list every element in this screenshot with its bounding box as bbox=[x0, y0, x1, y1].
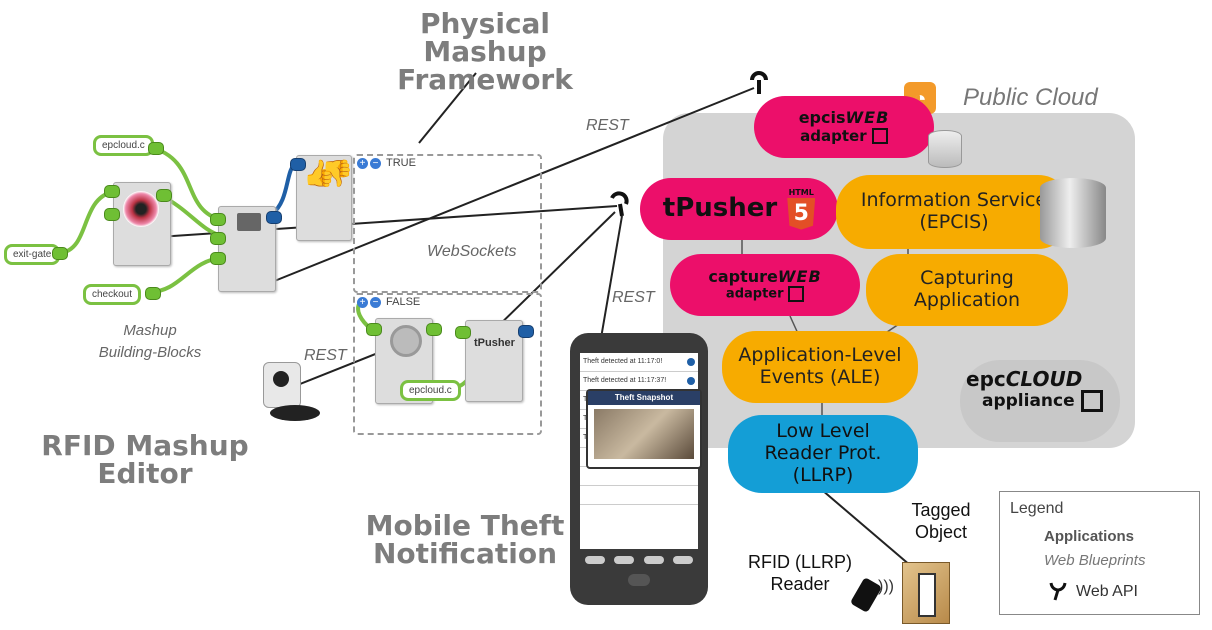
legend-applications: Applications bbox=[1044, 528, 1135, 545]
legend-title: Legend bbox=[1010, 500, 1064, 517]
public-cloud-title: Public Cloud bbox=[963, 84, 1098, 111]
reader-icon bbox=[123, 191, 159, 227]
capture-web-adapter: captureWEB adapter bbox=[670, 254, 860, 316]
laptop-icon bbox=[237, 213, 261, 231]
port[interactable] bbox=[52, 247, 68, 260]
port[interactable] bbox=[210, 213, 226, 226]
web-api-icon bbox=[1049, 582, 1067, 601]
epcloud-field-2[interactable]: epcloud.c bbox=[400, 380, 461, 401]
epcloud-field[interactable]: epcloud.c bbox=[93, 135, 154, 156]
web-api-icon bbox=[750, 71, 768, 94]
port[interactable] bbox=[455, 326, 471, 339]
tpusher-block[interactable]: tPusher bbox=[465, 320, 523, 402]
false-branch-header: + − FALSE bbox=[357, 296, 420, 308]
port[interactable] bbox=[366, 323, 382, 336]
decision-block[interactable]: 👍 👎 bbox=[296, 155, 354, 241]
box-icon bbox=[871, 128, 888, 145]
false-branch-container[interactable] bbox=[353, 293, 542, 435]
true-branch-header: + − TRUE bbox=[357, 157, 416, 169]
epc-cloud-appliance: epcCLOUD appliance bbox=[966, 368, 1103, 412]
database-icon-large bbox=[1040, 178, 1106, 248]
database-icon bbox=[928, 130, 962, 168]
plus-icon[interactable]: + bbox=[357, 296, 368, 308]
port[interactable] bbox=[104, 208, 120, 221]
thumbs-down-icon: 👎 bbox=[321, 158, 354, 188]
rest-label-top: REST bbox=[586, 117, 629, 134]
html5-icon: HTML 5 bbox=[787, 188, 816, 230]
box-icon bbox=[788, 285, 805, 302]
camera-base bbox=[270, 405, 320, 421]
popup-title: Theft Snapshot bbox=[588, 391, 700, 405]
information-service-epcis: Information Service(EPCIS) bbox=[836, 175, 1072, 249]
port[interactable] bbox=[148, 142, 164, 155]
thumbs-up-icon: 👍 bbox=[303, 158, 336, 188]
minus-icon[interactable]: − bbox=[370, 157, 381, 169]
port[interactable] bbox=[210, 232, 226, 245]
port[interactable] bbox=[518, 325, 534, 338]
minus-icon[interactable]: − bbox=[370, 296, 381, 308]
theft-snapshot-popup[interactable]: Theft Snapshot bbox=[586, 389, 702, 469]
port[interactable] bbox=[426, 323, 442, 336]
false-label: FALSE bbox=[386, 296, 421, 308]
phone-buttons bbox=[585, 556, 693, 570]
checkout-field[interactable]: checkout bbox=[83, 284, 142, 305]
websockets-label: WebSockets bbox=[427, 243, 517, 260]
tpusher-service: tPusher HTML 5 bbox=[640, 178, 838, 240]
notification-row[interactable] bbox=[580, 486, 698, 505]
arrow-icon bbox=[687, 377, 695, 385]
port[interactable] bbox=[290, 158, 306, 171]
rest-label-mid: REST bbox=[612, 289, 655, 306]
web-api-icon bbox=[610, 191, 629, 217]
box-icon bbox=[1080, 390, 1103, 412]
radio-waves-icon: ))) bbox=[878, 578, 894, 595]
legend-webapi: Web API bbox=[1076, 583, 1138, 600]
tagged-box-icon bbox=[902, 562, 950, 624]
rfid-reader-label: RFID (LLRP)Reader bbox=[747, 552, 852, 594]
snapshot-image bbox=[594, 409, 694, 459]
notification-row[interactable]: Theft detected at 11:17:0! bbox=[580, 353, 698, 372]
port[interactable] bbox=[266, 211, 282, 224]
port[interactable] bbox=[210, 252, 226, 265]
appliance-cloud-shape bbox=[960, 360, 1120, 442]
true-label: TRUE bbox=[386, 157, 416, 169]
true-branch-container[interactable] bbox=[353, 154, 542, 293]
trackball bbox=[628, 574, 650, 586]
arrow-icon bbox=[687, 358, 695, 366]
rest-label-left: REST bbox=[304, 347, 347, 364]
legend-blueprints: Web Blueprints bbox=[1044, 552, 1146, 569]
ip-camera-icon bbox=[263, 362, 301, 408]
tpusher-block-label: tPusher bbox=[474, 337, 515, 349]
notification-row[interactable] bbox=[580, 467, 698, 486]
legend: Legend Applications Web Blueprints Web A… bbox=[999, 491, 1200, 615]
port[interactable] bbox=[104, 185, 120, 198]
port[interactable] bbox=[145, 287, 161, 300]
epcis-web-adapter: epcisWEB adapter bbox=[754, 96, 934, 158]
plus-icon[interactable]: + bbox=[357, 157, 368, 169]
webcam-icon bbox=[390, 325, 422, 357]
port[interactable] bbox=[156, 189, 172, 202]
